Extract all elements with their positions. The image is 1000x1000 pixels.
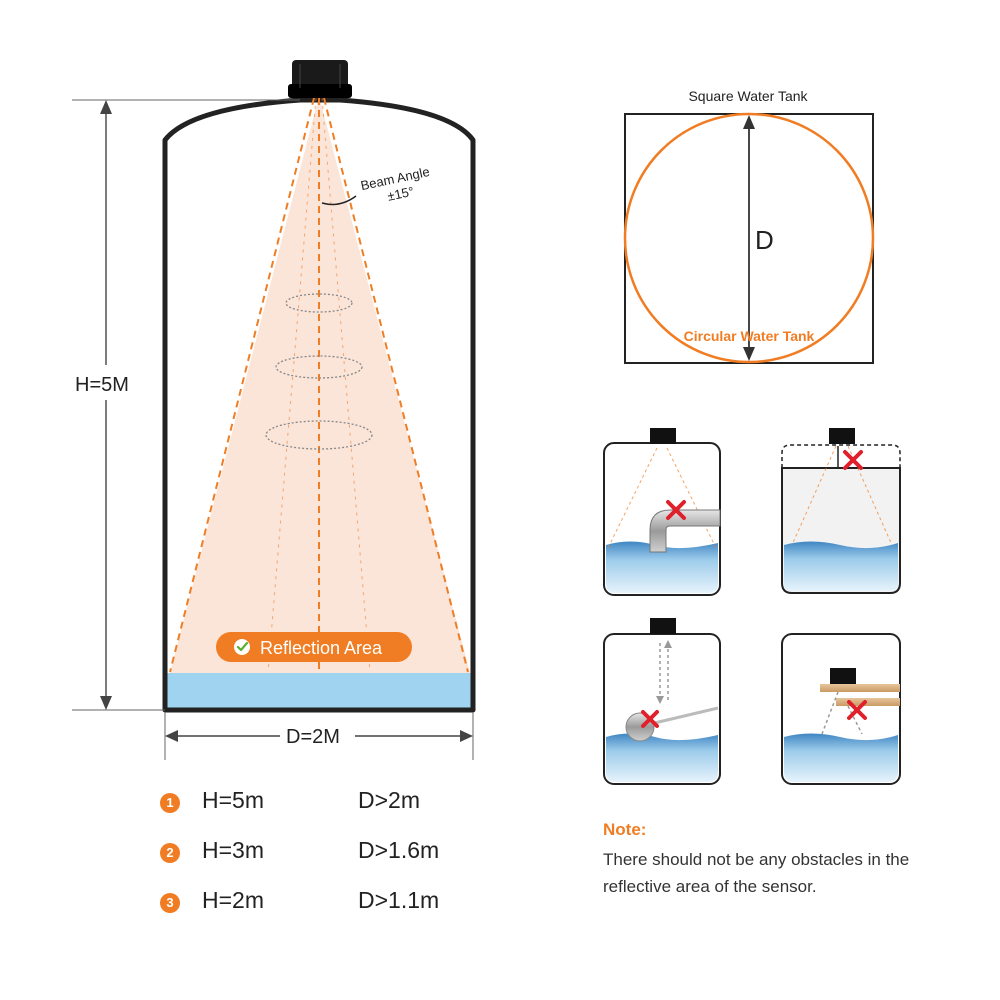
square-tank-label: Square Water Tank	[688, 88, 808, 104]
diameter-symbol: D	[755, 225, 774, 255]
reflection-area-label: Reflection Area	[260, 638, 383, 658]
note-title: Note:	[603, 820, 647, 839]
x-mark-icon	[847, 700, 867, 720]
beam-edge-left	[169, 97, 315, 673]
spec-diameter: D>1.1m	[358, 887, 440, 913]
spec-row: 1 H=5m D>2m	[160, 785, 480, 835]
spec-number-badge: 1	[160, 793, 180, 813]
beam-inner-line	[321, 97, 371, 673]
tank-outline	[162, 97, 476, 713]
diameter-label: D=2M	[286, 726, 340, 748]
sound-wave-ring	[285, 293, 353, 313]
obstacle-panel-top-wall	[781, 428, 901, 594]
x-mark-icon	[641, 710, 659, 728]
check-icon	[234, 639, 250, 655]
spec-height: H=2m	[202, 887, 264, 913]
tank-water	[166, 673, 472, 710]
height-dimension: H=5M	[72, 99, 300, 711]
arrow-up-icon	[100, 100, 112, 114]
circular-tank-label: Circular Water Tank	[684, 328, 815, 344]
arrow-down-icon	[743, 347, 755, 361]
beam-inner-line	[267, 97, 317, 673]
spec-number-badge: 2	[160, 843, 180, 863]
beam-edge-right	[323, 97, 469, 673]
spec-diameter: D>2m	[358, 787, 420, 813]
spec-number-badge: 3	[160, 893, 180, 913]
circular-tank	[623, 112, 875, 364]
spec-height: H=3m	[202, 837, 264, 863]
note-text: There should not be any obstacles in the…	[603, 850, 910, 896]
beam-angle-arc	[321, 195, 357, 206]
diameter-dimension: D=2M	[164, 712, 474, 760]
ultrasonic-sensor	[288, 60, 352, 98]
spec-height: H=5m	[202, 787, 264, 813]
x-mark-icon	[666, 500, 686, 520]
spec-diameter: D>1.6m	[358, 837, 440, 863]
sound-wave-ring	[275, 355, 363, 379]
height-label: H=5M	[75, 374, 129, 396]
obstacle-panel-pipe	[603, 428, 721, 596]
spec-list: 1 H=5m D>2m 2 H=3m D>1.6m 3 H=2m D>1.1m	[160, 785, 480, 935]
obstacle-panel-beam	[781, 633, 901, 785]
sound-wave-ring	[265, 420, 373, 450]
arrow-down-icon	[100, 696, 112, 710]
beam-angle-value: ±15°	[386, 184, 415, 204]
arrow-right-icon	[460, 730, 473, 742]
spec-row: 3 H=2m D>1.1m	[160, 885, 480, 935]
note-box: Note: There should not be any obstacles …	[603, 820, 943, 900]
arrow-left-icon	[165, 730, 178, 742]
beam-cone	[170, 96, 470, 673]
main-tank: Beam Angle ±15° Reflection Area	[162, 60, 476, 713]
tank-shape-diagram: Square Water Tank D Circular Water Tank	[623, 88, 875, 364]
reflection-area-badge: Reflection Area	[216, 632, 412, 662]
arrow-up-icon	[743, 115, 755, 129]
x-mark-icon	[843, 450, 863, 470]
obstacle-panel-float	[603, 618, 721, 785]
spec-row: 2 H=3m D>1.6m	[160, 835, 480, 885]
